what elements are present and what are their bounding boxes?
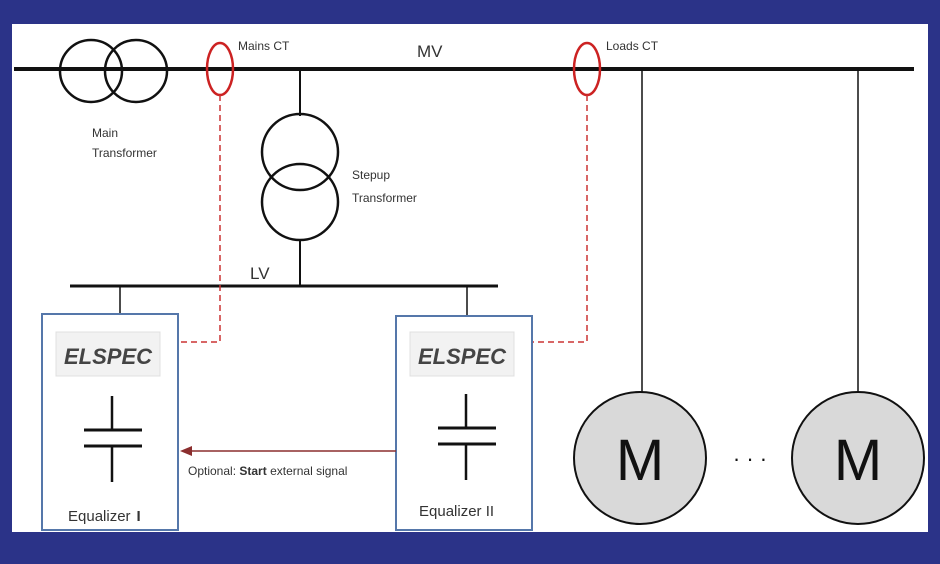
mv-label: MV — [417, 42, 443, 61]
equalizer-2-capacitor-icon — [438, 394, 496, 480]
main-transformer-icon — [58, 38, 169, 104]
equalizer-2-label: Equalizer II — [419, 503, 494, 520]
stepup-transformer-label-line1: Stepup — [352, 168, 390, 182]
optional-signal-arrowhead — [180, 446, 192, 456]
mains-ct-label: Mains CT — [238, 39, 290, 53]
main-transformer-label-line2: Transformer — [92, 146, 157, 160]
equalizer-1-logo-panel — [55, 331, 161, 377]
equalizer-1-logo: ELSPEC — [64, 344, 153, 369]
loads-ct-signal-line — [532, 95, 588, 343]
optional-signal-label: Optional: Start external signal — [188, 464, 347, 478]
motor-ellipsis: · · · — [733, 446, 767, 471]
mains-ct-signal-line — [178, 95, 221, 343]
diagram-frame: MV Main Transformer Mains CT Loads CT St… — [12, 24, 928, 532]
equalizer-2-logo-panel — [409, 331, 515, 377]
motor-1-label: M — [616, 428, 664, 493]
equalizer-1-capacitor-icon — [84, 396, 142, 482]
stepup-transformer-label-line2: Transformer — [352, 191, 417, 205]
equalizer-2-logo: ELSPEC — [418, 344, 507, 369]
stepup-transformer-icon — [260, 112, 340, 242]
main-transformer-label-line1: Main — [92, 126, 118, 140]
motor-1-icon[interactable] — [573, 391, 707, 525]
lv-label: LV — [250, 264, 270, 283]
motor-2-icon[interactable] — [791, 391, 925, 525]
loads-ct-label: Loads CT — [606, 39, 659, 53]
motor-2-label: M — [834, 428, 882, 493]
single-line-diagram: MV Main Transformer Mains CT Loads CT St… — [14, 38, 925, 531]
